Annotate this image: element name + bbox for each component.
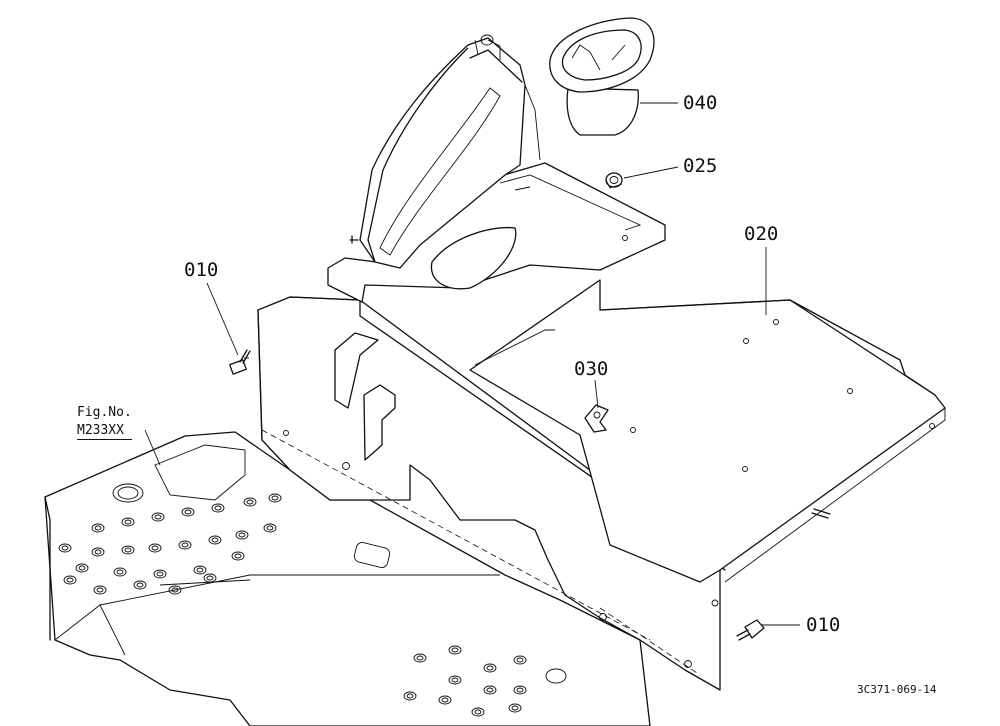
floor-hole-inner: [441, 697, 449, 703]
floor-hole-inner: [451, 677, 459, 683]
floor-hole: [483, 663, 497, 673]
floor-hole: [58, 543, 72, 553]
floor-hole: [263, 523, 277, 533]
floor-hole-inner: [406, 693, 414, 699]
bushing: [605, 172, 623, 189]
callout-040: 040: [683, 92, 718, 114]
floor-hole: [91, 547, 105, 557]
floor-hole: [513, 655, 527, 665]
floor-hole-inner: [238, 532, 246, 538]
floor-hole-inner: [124, 519, 132, 525]
floor-hole-inner: [516, 687, 524, 693]
floor-hole: [91, 523, 105, 533]
floor-hole-inner: [61, 545, 69, 551]
floor-hole-inner: [214, 505, 222, 511]
floor-hole-inner: [486, 665, 494, 671]
floor-hole-inner: [116, 569, 124, 575]
clip: [584, 404, 609, 433]
callout-020: 020: [744, 223, 779, 245]
lever-boot: [549, 17, 655, 136]
floor-hole: [181, 507, 195, 517]
floor-hole-inner: [151, 545, 159, 551]
floor-hole: [438, 695, 452, 705]
floor-panel: [44, 431, 651, 726]
floor-hole: [121, 517, 135, 527]
floor-hole-inner: [451, 647, 459, 653]
callout-030: 030: [574, 358, 609, 380]
callout-010-lower: 010: [806, 614, 841, 636]
floor-hole-inner: [184, 509, 192, 515]
floor-hole: [471, 707, 485, 717]
floor-hole-inner: [234, 553, 242, 559]
floor-hole-inner: [416, 655, 424, 661]
floor-hole: [203, 573, 217, 583]
floor-hole: [268, 493, 282, 503]
floor-hole: [211, 503, 225, 513]
bolt-lower: [736, 619, 765, 641]
floor-hole: [153, 569, 167, 579]
floor-hole: [483, 685, 497, 695]
floor-hole-inner: [486, 687, 494, 693]
floor-hole-inner: [211, 537, 219, 543]
floor-hole: [403, 691, 417, 701]
floor-hole: [448, 645, 462, 655]
floor-hole: [235, 530, 249, 540]
figure-reference: Fig.No. M233XX: [77, 404, 132, 441]
floor-hole: [208, 535, 222, 545]
floor-hole: [63, 575, 77, 585]
floor-hole-inner: [246, 499, 254, 505]
floor-hole-inner: [511, 705, 519, 711]
floor-hole-inner: [156, 571, 164, 577]
floor-hole: [193, 565, 207, 575]
floor-hole-inner: [266, 525, 274, 531]
floor-hole: [178, 540, 192, 550]
seat-support: [327, 162, 666, 303]
floor-hole-inner: [271, 495, 279, 501]
floor-hole: [151, 512, 165, 522]
floor-hole-inner: [196, 567, 204, 573]
floor-hole: [243, 497, 257, 507]
floor-hole: [231, 551, 245, 561]
figure-reference-prefix: Fig.No.: [77, 405, 132, 420]
floor-hole: [513, 685, 527, 695]
floor-hole-inner: [206, 575, 214, 581]
floor-hole: [93, 585, 107, 595]
floor-hole: [75, 563, 89, 573]
floor-hole-inner: [516, 657, 524, 663]
floor-hole-inner: [94, 549, 102, 555]
floor-hole-inner: [171, 587, 179, 593]
floor-hole: [413, 653, 427, 663]
floor-hole-inner: [78, 565, 86, 571]
floor-hole: [133, 580, 147, 590]
floor-hole-inner: [66, 577, 74, 583]
floor-hole-inner: [136, 582, 144, 588]
floor-hole: [148, 543, 162, 553]
drawing-code: 3C371-069-14: [857, 683, 937, 696]
callout-010-upper: 010: [184, 259, 219, 281]
floor-hole: [168, 585, 182, 595]
figure-reference-code: M233XX: [77, 422, 132, 441]
lever-guide: [349, 34, 541, 269]
floor-hole-inner: [181, 542, 189, 548]
floor-hole-inner: [96, 587, 104, 593]
floor-hole: [121, 545, 135, 555]
floor-hole-inner: [94, 525, 102, 531]
floor-hole: [508, 703, 522, 713]
floor-hole-inner: [154, 514, 162, 520]
floor-hole-inner: [474, 709, 482, 715]
leader-lines: [144, 102, 800, 626]
floor-hole: [113, 567, 127, 577]
step-plate: [469, 279, 946, 583]
callout-025: 025: [683, 155, 718, 177]
bolt-upper: [229, 349, 251, 375]
floor-hole: [448, 675, 462, 685]
front-panel: [257, 296, 726, 691]
floor-hole-inner: [124, 547, 132, 553]
